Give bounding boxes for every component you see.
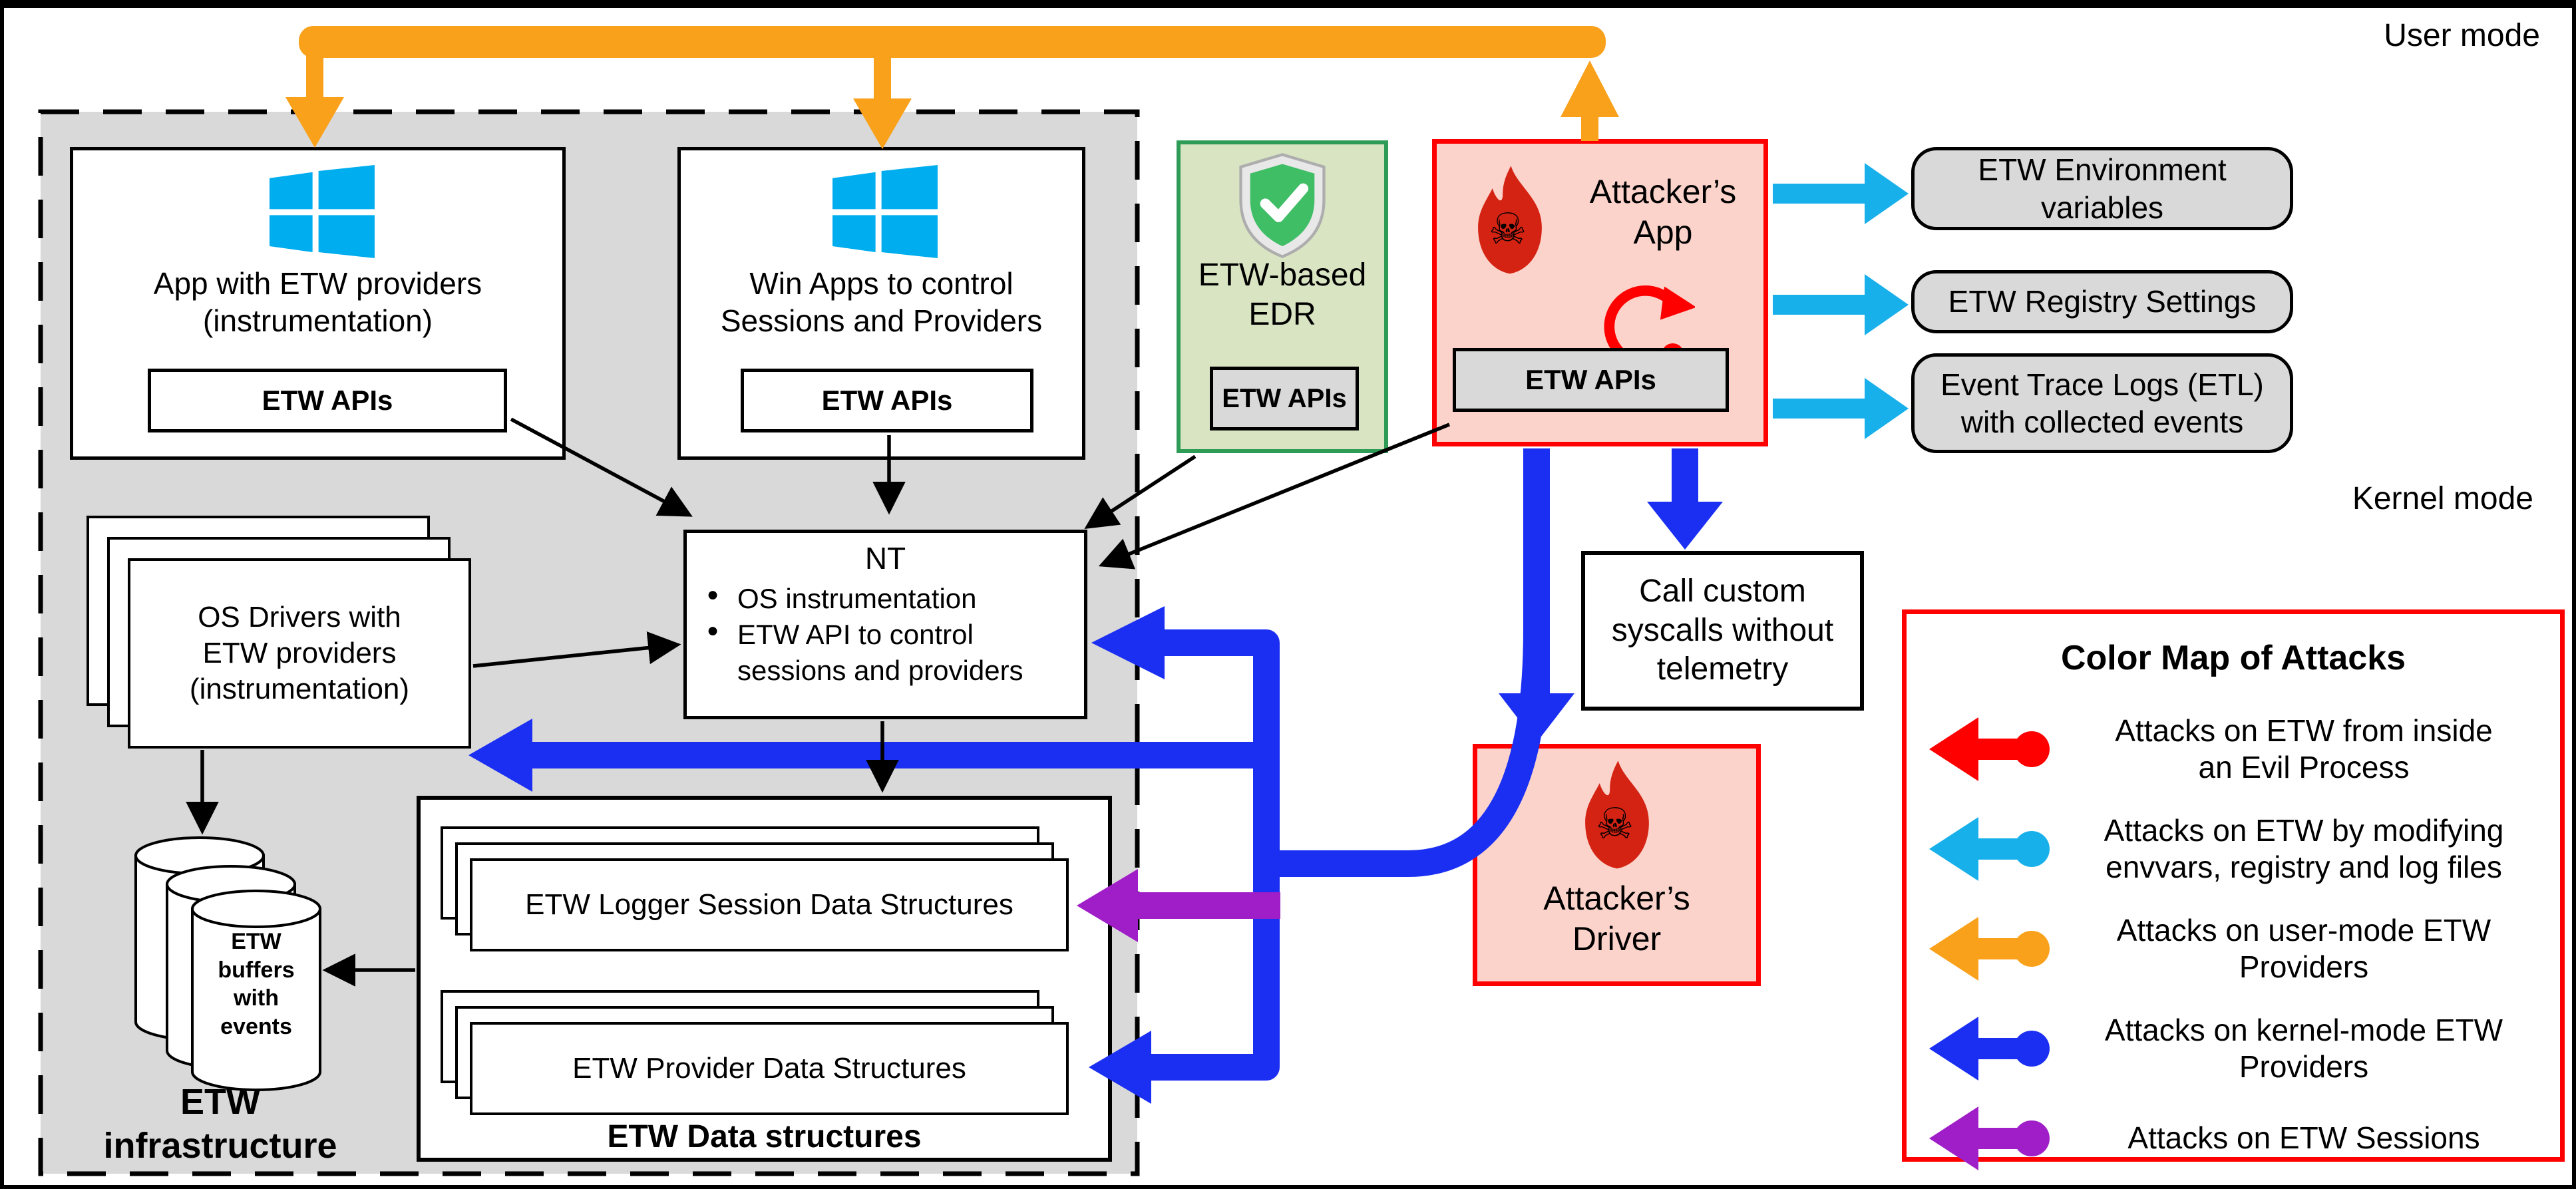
edr-box-title: ETW-based EDR [1198,257,1367,332]
nt-box: NT OS instrumentation ETW API to control… [683,530,1087,719]
attacker-etw-apis-box: ETW APIs [1453,348,1729,412]
app-with-etw-providers-box: App with ETW providers (instrumentation)… [70,147,566,460]
attackers-driver-box: ☠ Attacker’s Driver [1473,744,1761,986]
cyan-attack-arrows [1773,163,1909,439]
app-etw-apis-box: ETW APIs [148,369,507,432]
legend-label-purple: Attacks on ETW Sessions [2127,1120,2480,1156]
call-custom-syscalls-box: Call custom syscalls without telemetry [1581,551,1864,711]
legend-entry-blue: Attacks on kernel-mode ETW Providers [1925,999,2544,1099]
legend-entry-cyan: Attacks on ETW by modifying envvars, reg… [1925,799,2544,899]
legend-entry-red: Attacks on ETW from inside an Evil Proce… [1925,699,2544,799]
etw-data-structures-caption: ETW Data structures [607,1119,922,1154]
purple-arrow-icon [1929,1106,2050,1170]
legend-title: Color Map of Attacks [2060,639,2406,677]
windows-logo-icon [270,165,375,258]
legend-label-red: Attacks on ETW from inside an Evil Proce… [2115,713,2493,784]
user-mode-label: User mode [2384,18,2540,53]
legend-entry-purple: Attacks on ETW Sessions [1925,1099,2544,1178]
nt-bullet-etw-api: ETW API to control sessions and provider… [707,617,1079,689]
etw-logger-session-label: ETW Logger Session Data Structures [525,888,1013,922]
legend-label-blue: Attacks on kernel-mode ETW Providers [2104,1012,2503,1084]
etw-data-structures-box: ETW Logger Session Data Structures ETW P… [417,796,1112,1162]
fire-skull-icon: ☠ [1570,759,1664,872]
skull-glyph: ☠ [1596,800,1634,849]
etw-infrastructure-label: ETW infrastructure [103,1082,337,1166]
red-arrow-icon [1929,717,2050,781]
event-trace-logs-box: Event Trace Logs (ETL) with collected ev… [1911,353,2293,453]
app-box-title: App with ETW providers (instrumentation) [153,266,482,339]
attackers-app-title: Attacker’s App [1589,173,1737,251]
win-apps-box: Win Apps to control Sessions and Provide… [677,147,1085,460]
legend-label-cyan: Attacks on ETW by modifying envvars, reg… [2104,812,2504,884]
kernel-mode-label: Kernel mode [2352,481,2533,516]
etw-logger-session-box: ETW Logger Session Data Structures [470,858,1069,951]
user-kernel-divider [4,4,2572,8]
win-apps-box-title: Win Apps to control Sessions and Provide… [720,266,1043,339]
orange-attack-path [285,26,1619,149]
os-drivers-box: OS Drivers with ETW providers (instrumen… [128,558,471,749]
cyan-arrow-icon [1929,817,2050,881]
etw-buffers-label: ETW buffers with events [218,929,295,1039]
nt-bullet-os-instrumentation: OS instrumentation [707,581,1079,617]
blue-arrow-icon [1929,1017,2050,1081]
etw-environment-variables-box: ETW Environment variables [1911,147,2293,230]
win-apps-etw-apis-box: ETW APIs [741,369,1033,432]
legend-box: Color Map of Attacks Attacks on ETW from… [1902,609,2565,1170]
os-drivers-title: OS Drivers with ETW providers (instrumen… [189,601,410,705]
windows-logo-icon [832,165,938,258]
etw-based-edr-box: ETW-based EDR ETW APIs [1177,140,1388,453]
orange-arrow-icon [1929,917,2050,981]
skull-glyph: ☠ [1489,205,1527,254]
attackers-app-box: ☠ Attacker’s App ETW APIs [1432,139,1768,446]
edr-etw-apis-box: ETW APIs [1210,367,1359,430]
legend-entry-orange: Attacks on user-mode ETW Providers [1925,899,2544,999]
call-custom-syscalls-label: Call custom syscalls without telemetry [1611,574,1834,687]
fire-skull-icon: ☠ [1463,164,1557,277]
shield-check-icon [1239,153,1326,258]
attackers-driver-title: Attacker’s Driver [1543,880,1690,957]
etw-provider-label: ETW Provider Data Structures [572,1052,966,1085]
etw-registry-settings-box: ETW Registry Settings [1911,270,2293,333]
legend-label-orange: Attacks on user-mode ETW Providers [2116,912,2491,984]
etw-provider-box: ETW Provider Data Structures [470,1022,1069,1115]
nt-title: NT [864,541,906,576]
